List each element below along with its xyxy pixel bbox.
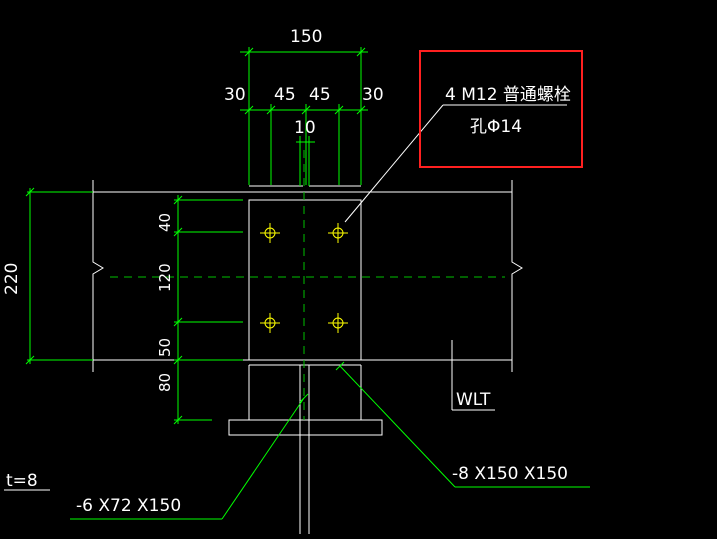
bolt-spec-label: 4 M12 普通螺栓	[445, 85, 571, 105]
dim-left-seg-3: 50	[156, 338, 174, 357]
dim-top-seg-4: 30	[362, 85, 384, 105]
highlight-box	[419, 50, 583, 168]
thickness-label: t=8	[6, 471, 38, 491]
bolt-3	[260, 313, 280, 333]
section-label: WLT	[456, 390, 491, 410]
bolt-leader	[344, 104, 567, 223]
left-dimension-lines	[25, 187, 243, 425]
section-marker	[451, 340, 495, 411]
dim-top-seg-2: 45	[274, 85, 296, 105]
dim-left-seg-2: 120	[156, 263, 174, 292]
dim-gap: 10	[294, 118, 316, 138]
dim-left-seg-1: 40	[156, 213, 174, 232]
plate-large-label: -8 X150 X150	[452, 464, 568, 484]
stiffener-plate	[248, 364, 362, 420]
dim-top-seg-1: 30	[224, 85, 246, 105]
dim-left-seg-4: 80	[156, 373, 174, 392]
end-plate	[248, 199, 362, 361]
bolt-2	[328, 223, 348, 243]
centerlines	[110, 150, 505, 420]
bolt-1	[260, 223, 280, 243]
dim-left-total: 220	[2, 263, 22, 295]
dim-top-total: 150	[290, 27, 322, 47]
large-plate-leader	[335, 361, 590, 488]
top-dimension-lines	[240, 47, 368, 186]
dim-top-seg-3: 45	[309, 85, 331, 105]
beam-outline	[92, 180, 523, 372]
hole-spec-label: 孔Φ14	[470, 117, 522, 137]
small-plate-leader	[70, 393, 309, 520]
column-web	[299, 365, 310, 534]
plate-small-label: -6 X72 X150	[76, 496, 181, 516]
bolt-4	[328, 313, 348, 333]
base-plate	[228, 419, 383, 436]
